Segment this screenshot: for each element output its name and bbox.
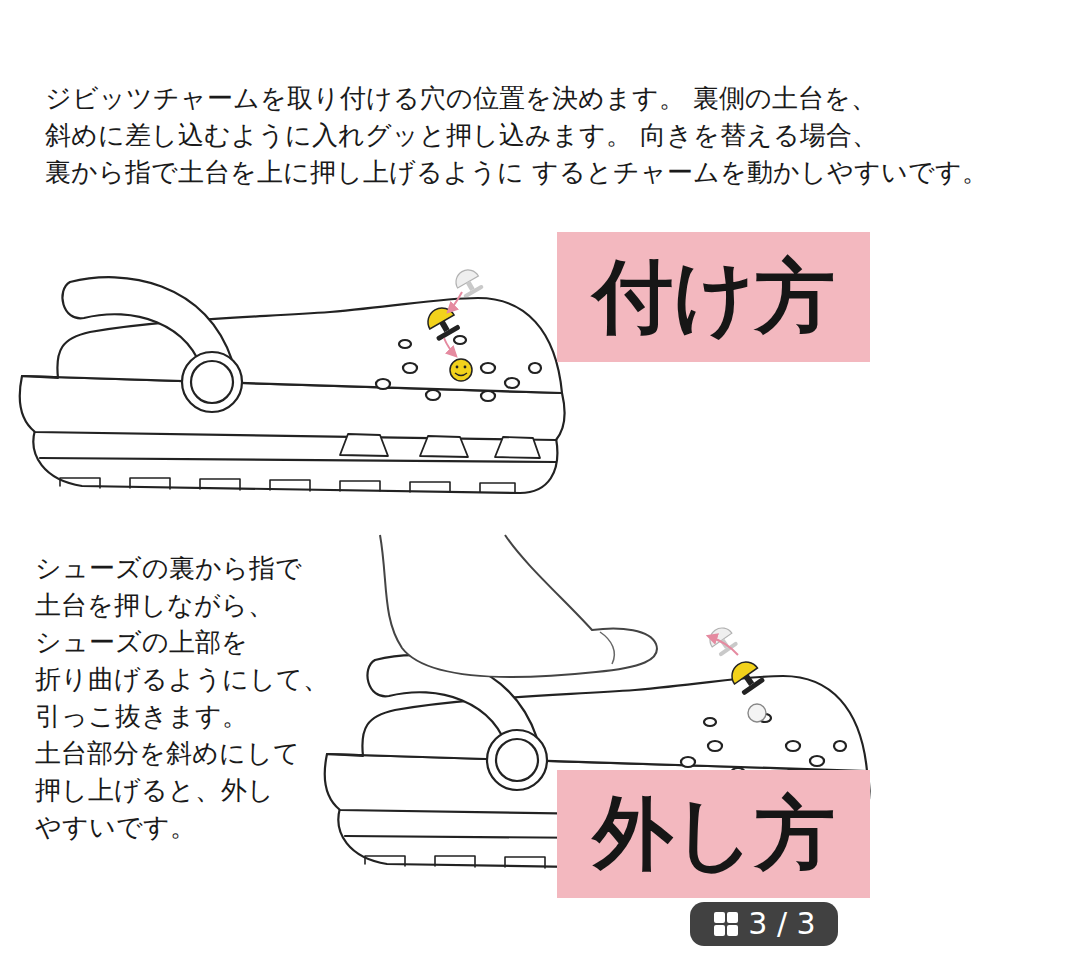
method-title: 付け方 — [593, 257, 835, 337]
page-counter: 3 / 3 — [748, 909, 815, 939]
method-band: 外し方 — [557, 770, 870, 898]
grid-icon — [712, 910, 740, 938]
hand-drawing — [380, 535, 657, 677]
page-badge: 3 / 3 — [690, 902, 838, 946]
instruction-text: シューズの裏から指で 土台を押しながら、 シューズの上部を 折り曲げるようにして… — [35, 550, 335, 846]
charm-insert — [423, 266, 485, 381]
charm-remove — [705, 623, 766, 722]
method-title: 外し方 — [593, 794, 835, 874]
hand-drawing — [600, 632, 614, 664]
instruction-text: ジビッツチャームを取り付ける穴の位置を決めます。 裏側の土台を、斜めに差し込むよ… — [45, 80, 1005, 191]
method-band: 付け方 — [557, 232, 870, 362]
clog-drawing — [20, 277, 565, 493]
